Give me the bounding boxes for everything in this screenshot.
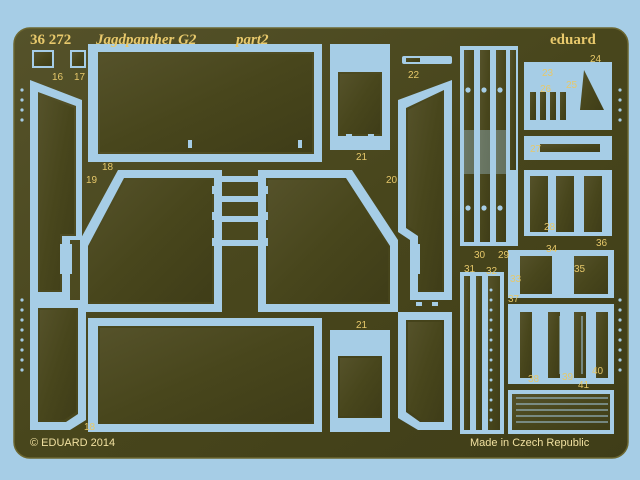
part-number-16: 16 (52, 72, 64, 83)
copyright-text: © EDUARD 2014 (30, 437, 115, 449)
plate-18-bottom (100, 328, 312, 422)
part-22 (406, 58, 420, 62)
part-number-40: 40 (592, 366, 604, 377)
part-number-20: 20 (386, 175, 398, 186)
part-number-38: 38 (528, 374, 540, 385)
part-number-18-top: 18 (102, 162, 114, 173)
part-number-28: 28 (544, 222, 556, 233)
part-number-35: 35 (574, 264, 586, 275)
right-lower-part (408, 322, 442, 420)
part-19 (40, 94, 74, 290)
part-number-30: 30 (474, 250, 486, 261)
part-number-21-top: 21 (356, 152, 368, 163)
part-number-labels: 16 17 18 19 20 21 22 23 24 25 26 27 28 2… (52, 54, 608, 433)
part-number-34: 34 (546, 244, 558, 255)
part-number-18-bottom: 18 (84, 422, 96, 433)
part-number-41: 41 (578, 380, 590, 391)
part-number-23: 23 (542, 68, 554, 79)
brand-name: eduard (550, 32, 597, 48)
origin-text: Made in Czech Republic (470, 437, 590, 449)
part-number-27: 27 (530, 144, 542, 155)
part-16 (34, 52, 52, 66)
part-number-24: 24 (590, 54, 602, 65)
part-21-top-cutout (330, 44, 390, 150)
parts (34, 50, 610, 430)
part-number-36: 36 (596, 238, 608, 249)
detail-holes (50, 87, 506, 425)
chain-patterns (516, 316, 608, 423)
part-21-bottom (340, 358, 380, 416)
part-number-19: 19 (86, 175, 98, 186)
part-number-26: 26 (540, 84, 552, 95)
catalog-number: 36 272 (30, 32, 71, 48)
central-right-plate (268, 180, 388, 302)
part-17 (72, 52, 84, 66)
central-left-plate (90, 180, 212, 302)
right-lower-cutout (398, 312, 452, 430)
part-21-bottom-cutout (330, 330, 390, 432)
part-number-37: 37 (508, 294, 520, 305)
part-21-top (340, 74, 380, 134)
part-number-33: 33 (510, 274, 522, 285)
kit-subtitle: part2 (234, 32, 269, 48)
part-20 (408, 92, 442, 290)
left-lower-part (40, 310, 76, 420)
kit-title: Jagdpanther G2 (95, 32, 197, 48)
part-number-31: 31 (464, 264, 476, 275)
part-number-29: 29 (498, 250, 510, 261)
plate-18-top (100, 54, 312, 152)
left-edge-holes (20, 88, 24, 372)
part-number-17: 17 (74, 72, 86, 83)
part-number-21-bottom: 21 (356, 320, 368, 331)
left-lower-cutout (30, 300, 86, 430)
part-number-25: 25 (566, 80, 578, 91)
part-number-39: 39 (562, 372, 574, 383)
right-edge-holes (618, 88, 622, 372)
part-number-32: 32 (486, 266, 498, 277)
part-number-22: 22 (408, 70, 420, 81)
